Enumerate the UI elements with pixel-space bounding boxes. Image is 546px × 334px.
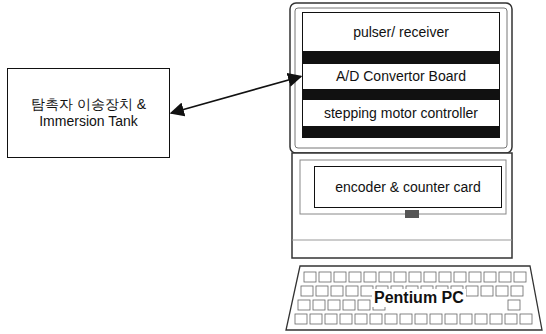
box-label: A/D Convertor Board — [336, 68, 466, 85]
card-bar — [302, 52, 500, 63]
key — [385, 314, 397, 324]
key — [409, 272, 421, 282]
box-label: stepping motor controller — [324, 105, 478, 122]
card-box: pulser/ receiver — [302, 12, 500, 52]
card-box: encoder & counter card — [314, 166, 502, 208]
key — [511, 286, 523, 296]
key — [340, 314, 352, 324]
card-bar — [302, 127, 500, 138]
key — [394, 272, 406, 282]
box-label: encoder & counter card — [335, 179, 481, 196]
card-box: A/D Convertor Board — [302, 63, 500, 90]
key — [295, 314, 307, 324]
key — [301, 286, 313, 296]
key — [475, 314, 487, 324]
key — [379, 272, 391, 282]
key — [439, 272, 451, 282]
key — [505, 314, 517, 324]
key — [508, 300, 520, 310]
double-arrow — [171, 76, 301, 113]
key — [430, 314, 442, 324]
pc-frame — [290, 3, 512, 153]
key — [304, 272, 316, 282]
key — [349, 272, 361, 282]
key — [328, 300, 340, 310]
pc-frame-inner — [295, 8, 507, 148]
key — [490, 314, 502, 324]
key — [460, 314, 472, 324]
key — [355, 314, 367, 324]
key — [331, 286, 343, 296]
key — [514, 272, 526, 282]
key — [445, 314, 457, 324]
key — [298, 300, 310, 310]
key — [334, 272, 346, 282]
key — [358, 300, 370, 310]
key — [364, 272, 376, 282]
base-line — [292, 240, 512, 241]
key — [496, 286, 508, 296]
key — [325, 314, 337, 324]
key — [415, 314, 427, 324]
key — [400, 314, 412, 324]
pc-label: Pentium PC — [372, 289, 466, 307]
key — [484, 272, 496, 282]
box-label: 탐촉자 이송장치 & Immersion Tank — [26, 96, 151, 130]
key — [469, 272, 481, 282]
key — [310, 314, 322, 324]
key — [481, 286, 493, 296]
keyboard — [286, 266, 542, 330]
key — [520, 314, 532, 324]
card-slot — [300, 160, 506, 214]
key — [313, 300, 325, 310]
key — [316, 286, 328, 296]
device-box: 탐촉자 이송장치 & Immersion Tank — [7, 68, 170, 158]
key — [499, 272, 511, 282]
card-bar — [302, 89, 500, 99]
key — [346, 286, 358, 296]
key — [466, 286, 478, 296]
key — [454, 272, 466, 282]
key — [424, 272, 436, 282]
card-box: stepping motor controller — [302, 99, 500, 127]
box-label: pulser/ receiver — [353, 24, 449, 41]
card-tab — [405, 210, 419, 218]
key — [370, 314, 382, 324]
keyboard-keys — [295, 272, 532, 324]
key — [343, 300, 355, 310]
key — [319, 272, 331, 282]
pc-base — [292, 153, 512, 258]
